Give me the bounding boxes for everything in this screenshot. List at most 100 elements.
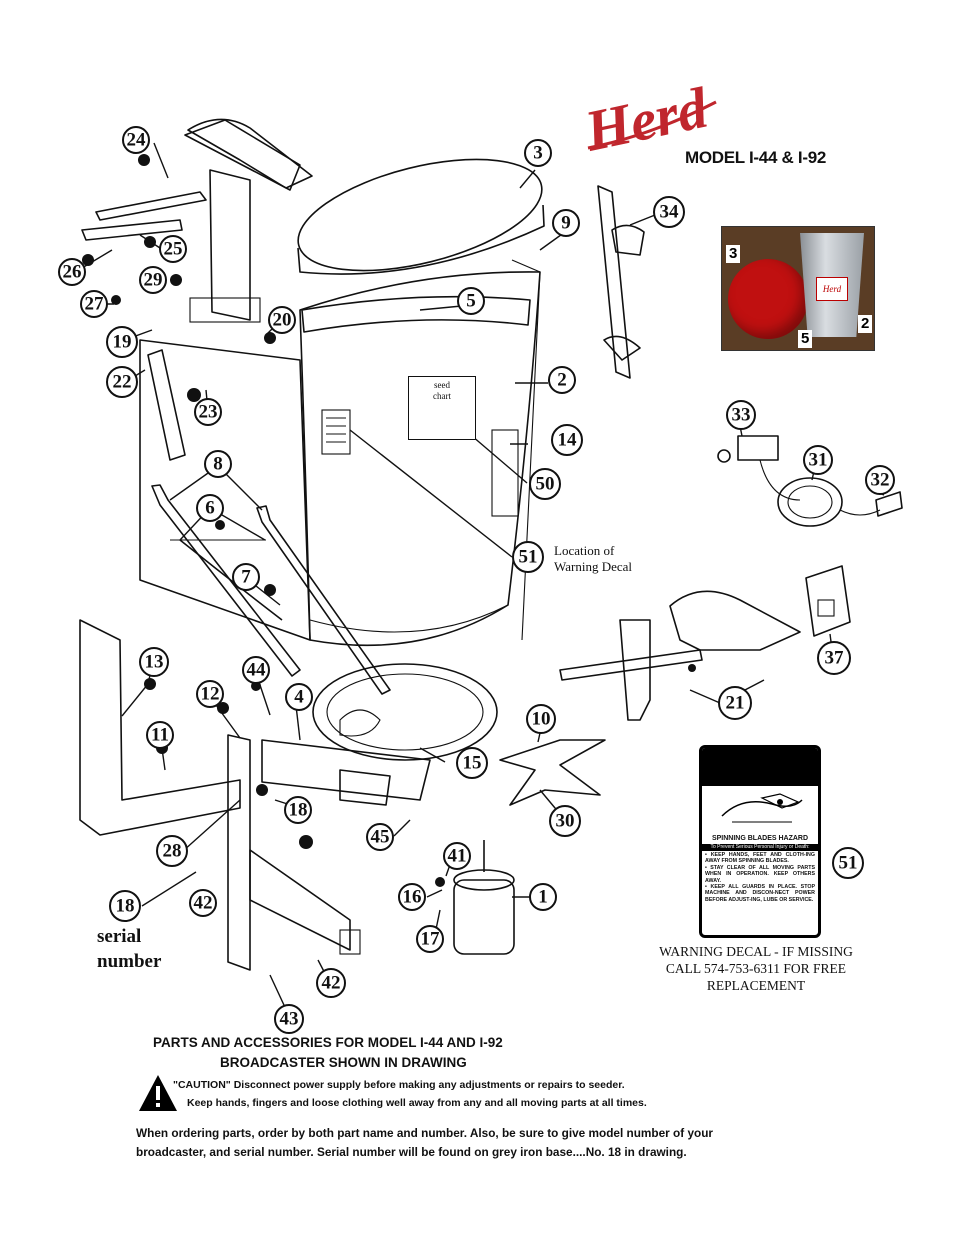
svg-text:26: 26	[63, 262, 82, 283]
callout-18-upper: 18	[284, 796, 312, 824]
callout-42-right: 42	[316, 968, 346, 998]
callout-7: 7	[232, 563, 260, 591]
svg-text:3: 3	[533, 143, 543, 164]
svg-text:45: 45	[371, 827, 390, 848]
svg-text:9: 9	[561, 213, 571, 234]
svg-text:19: 19	[113, 332, 132, 353]
photo-label-band: 5	[798, 330, 813, 348]
callout-16: 16	[398, 883, 426, 911]
svg-text:15: 15	[463, 753, 482, 774]
svg-text:43: 43	[280, 1009, 299, 1030]
svg-text:22: 22	[113, 372, 132, 393]
callout-5: 5	[457, 287, 485, 315]
svg-text:12: 12	[201, 684, 220, 705]
warning-decal-caption: WARNING DECAL - IF MISSING CALL 574-753-…	[659, 944, 853, 993]
svg-text:18: 18	[289, 800, 308, 821]
svg-text:37: 37	[825, 648, 845, 669]
callout-51-location: 51	[512, 541, 544, 573]
svg-text:14: 14	[558, 430, 578, 451]
svg-text:51: 51	[519, 547, 538, 568]
callout-31: 31	[803, 445, 833, 475]
callout-43: 43	[274, 1004, 304, 1034]
svg-text:5: 5	[466, 291, 476, 312]
power-supply	[717, 435, 903, 527]
svg-text:25: 25	[164, 239, 183, 260]
callout-20: 20	[268, 306, 296, 334]
decal-heading: SPINNING BLADES HAZARD	[711, 835, 809, 842]
spinner-guard	[559, 565, 851, 721]
seed-chart-label: seed chart	[408, 376, 476, 440]
svg-text:1: 1	[538, 887, 548, 908]
svg-text:29: 29	[144, 270, 163, 291]
callouts: 1 2 3 5 6 7 8 9 10 11 12 13 14 15 16 17 …	[58, 126, 895, 1034]
callout-30: 30	[549, 805, 581, 837]
svg-text:42: 42	[194, 893, 213, 914]
pail-logo: Herd	[816, 277, 848, 301]
spinning-blade-hazard-icon	[702, 786, 818, 834]
location-of-warning-decal: Location of Warning Decal	[554, 543, 632, 574]
callout-22: 22	[106, 366, 138, 398]
svg-text:18: 18	[116, 896, 135, 917]
callout-32: 32	[865, 465, 895, 495]
svg-text:2: 2	[557, 370, 567, 391]
svg-text:41: 41	[448, 846, 467, 867]
callout-11: 11	[146, 721, 174, 749]
callout-14: 14	[551, 424, 583, 456]
control-plate	[81, 118, 313, 241]
red-lid-disc	[728, 259, 808, 339]
warning-decal: SPINNING BLADES HAZARD To Prevent Seriou…	[699, 745, 821, 938]
callout-28: 28	[156, 835, 188, 867]
callout-12: 12	[196, 680, 224, 708]
lid-drawing	[297, 158, 545, 275]
callout-6: 6	[196, 494, 224, 522]
callout-23: 23	[194, 398, 222, 426]
callout-10: 10	[526, 704, 556, 734]
callout-17: 17	[416, 925, 444, 953]
svg-text:20: 20	[273, 310, 292, 331]
legs	[79, 619, 361, 971]
svg-text:17: 17	[421, 929, 441, 950]
callout-9: 9	[552, 209, 580, 237]
model-title: MODEL I-44 & I-92	[685, 148, 827, 167]
svg-text:6: 6	[205, 498, 215, 519]
svg-text:51: 51	[839, 853, 858, 874]
svg-text:10: 10	[532, 709, 551, 730]
decal-header-bar	[702, 748, 818, 786]
callout-33: 33	[726, 400, 756, 430]
callout-51-decal: 51	[832, 847, 864, 879]
callout-3: 3	[524, 139, 552, 167]
decal-line: • KEEP HANDS, FEET AND CLOTH-ING AWAY FR…	[705, 852, 815, 865]
caution-text: "CAUTION" Disconnect power supply before…	[173, 1079, 647, 1109]
svg-text:33: 33	[732, 405, 751, 426]
svg-text:31: 31	[809, 450, 828, 471]
svg-text:7: 7	[241, 567, 251, 588]
svg-text:44: 44	[247, 660, 267, 681]
callout-25: 25	[159, 235, 187, 263]
svg-text:16: 16	[403, 887, 422, 908]
callout-4: 4	[285, 683, 313, 711]
svg-text:42: 42	[322, 973, 341, 994]
callout-42-left: 42	[189, 889, 217, 917]
base-plate	[261, 663, 498, 806]
hardware-dots	[82, 154, 696, 887]
callout-2: 2	[548, 366, 576, 394]
svg-text:50: 50	[536, 474, 555, 495]
svg-text:11: 11	[151, 725, 169, 746]
callout-34: 34	[653, 196, 685, 228]
svg-text:24: 24	[127, 130, 147, 151]
decal-line: • KEEP ALL GUARDS IN PLACE. STOP MACHINE…	[705, 884, 815, 903]
svg-text:23: 23	[199, 402, 218, 423]
svg-text:32: 32	[871, 470, 890, 491]
caution-icon	[139, 1075, 177, 1111]
svg-text:28: 28	[163, 841, 182, 862]
svg-text:21: 21	[726, 693, 745, 714]
callout-26: 26	[58, 258, 86, 286]
callout-41: 41	[443, 842, 471, 870]
ordering-note: When ordering parts, order by both part …	[136, 1126, 714, 1159]
product-photo: Herd 3 2 5	[721, 226, 875, 351]
svg-text:4: 4	[294, 687, 304, 708]
decal-subheading: To Prevent Serious Personal Injury or De…	[702, 844, 818, 851]
svg-text:34: 34	[660, 202, 680, 223]
serial-number-label: serial number	[97, 926, 162, 972]
